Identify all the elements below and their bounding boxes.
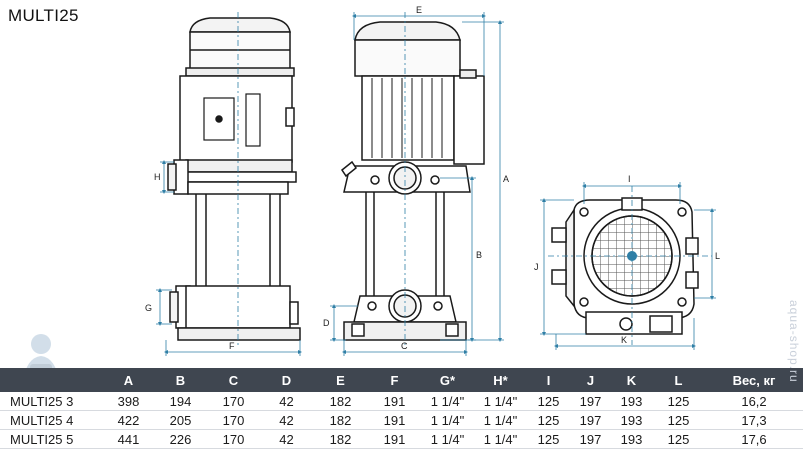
table-cell: 170 xyxy=(222,393,245,409)
column-header: A xyxy=(103,368,154,392)
table-cell: 1 1/4" xyxy=(483,393,518,409)
column-header: L xyxy=(652,368,705,392)
front-view xyxy=(340,21,485,341)
watermark-text: aqua-shop.ru xyxy=(787,300,801,383)
dimension-h-label: H xyxy=(154,172,161,182)
table-cell: 205 xyxy=(169,412,192,428)
table-cell: 197 xyxy=(579,412,602,428)
table-cell: 191 xyxy=(383,393,406,409)
table-cell: 194 xyxy=(169,393,192,409)
table-cell: 197 xyxy=(579,431,602,447)
model-name-cell: MULTI25 4 xyxy=(10,412,74,428)
table-cell: 1 1/4" xyxy=(430,412,465,428)
page-title: MULTI25 xyxy=(8,6,79,25)
model-name-cell: MULTI25 5 xyxy=(10,431,74,447)
table-cell: 125 xyxy=(537,412,560,428)
dimension-k-label: K xyxy=(621,335,627,345)
column-header: C xyxy=(207,368,260,392)
column-header: J xyxy=(570,368,611,392)
table-cell: 193 xyxy=(620,393,643,409)
table-cell: 182 xyxy=(329,431,352,447)
top-view xyxy=(551,197,699,335)
dimension-f-label: F xyxy=(229,341,235,351)
column-header: B xyxy=(154,368,207,392)
column-header: I xyxy=(527,368,570,392)
dimension-l: L xyxy=(694,208,720,300)
table-cell: 17,3 xyxy=(741,412,767,428)
table-cell: 422 xyxy=(117,412,140,428)
pump-technical-drawing: F H G xyxy=(145,5,720,356)
dimension-d: D xyxy=(323,304,358,342)
table-row: MULTI25 3 398 194 170 42 182 191 1 1/4" 1 1/4" 12… xyxy=(0,392,803,411)
dimension-k: K xyxy=(554,318,696,350)
table-cell: 170 xyxy=(222,412,245,428)
dimension-b: B xyxy=(440,176,482,342)
table-cell: 125 xyxy=(537,431,560,447)
table-cell: 125 xyxy=(667,431,690,447)
table-cell: 125 xyxy=(667,393,690,409)
dimension-g-label: G xyxy=(145,303,152,313)
table-cell: 17,6 xyxy=(741,431,767,447)
column-header xyxy=(0,368,103,392)
dimension-j-label: J xyxy=(534,262,539,272)
dimension-c-label: C xyxy=(401,341,408,351)
table-cell: 1 1/4" xyxy=(430,393,465,409)
dimension-e-label: E xyxy=(416,5,422,15)
table-cell: 226 xyxy=(169,431,192,447)
table-cell: 42 xyxy=(279,431,294,447)
dimension-h: H xyxy=(154,160,174,194)
column-header: G* xyxy=(421,368,474,392)
table-cell: 170 xyxy=(222,431,245,447)
dimension-i-label: I xyxy=(628,174,631,184)
side-view xyxy=(167,17,301,341)
table-cell: 182 xyxy=(329,412,352,428)
table-cell: 1 1/4" xyxy=(483,431,518,447)
table-cell: 125 xyxy=(537,393,560,409)
table-cell: 42 xyxy=(279,412,294,428)
table-cell: 182 xyxy=(329,393,352,409)
dimension-l-label: L xyxy=(715,251,720,261)
table-cell: 1 1/4" xyxy=(483,412,518,428)
table-row: MULTI25 4 422 205 170 42 182 191 1 1/4" 1 1/4" 12… xyxy=(0,411,803,430)
dimension-j: J xyxy=(534,198,586,336)
table-cell: 193 xyxy=(620,412,643,428)
dimension-g: G xyxy=(145,288,172,326)
dimension-f: F xyxy=(164,340,302,356)
dimension-b-label: B xyxy=(476,250,482,260)
dimension-d-label: D xyxy=(323,318,330,328)
dimension-e: E xyxy=(352,5,486,76)
column-header: D xyxy=(260,368,313,392)
table-cell: 125 xyxy=(667,412,690,428)
table-cell: 197 xyxy=(579,393,602,409)
dimension-i: I xyxy=(582,174,682,204)
dimension-a-label: A xyxy=(503,174,509,184)
column-header: F xyxy=(368,368,421,392)
table-cell: 16,2 xyxy=(741,393,767,409)
table-cell: 193 xyxy=(620,431,643,447)
table-cell: 191 xyxy=(383,431,406,447)
column-header: Вес, кг xyxy=(705,368,803,392)
table-cell: 398 xyxy=(117,393,140,409)
model-name-cell: MULTI25 3 xyxy=(10,393,74,409)
column-header: K xyxy=(611,368,652,392)
dimension-c: C xyxy=(342,340,468,356)
table-cell: 441 xyxy=(117,431,140,447)
column-header: H* xyxy=(474,368,527,392)
table-cell: 191 xyxy=(383,412,406,428)
table-cell: 42 xyxy=(279,393,294,409)
column-header: E xyxy=(313,368,368,392)
table-cell: 1 1/4" xyxy=(430,431,465,447)
